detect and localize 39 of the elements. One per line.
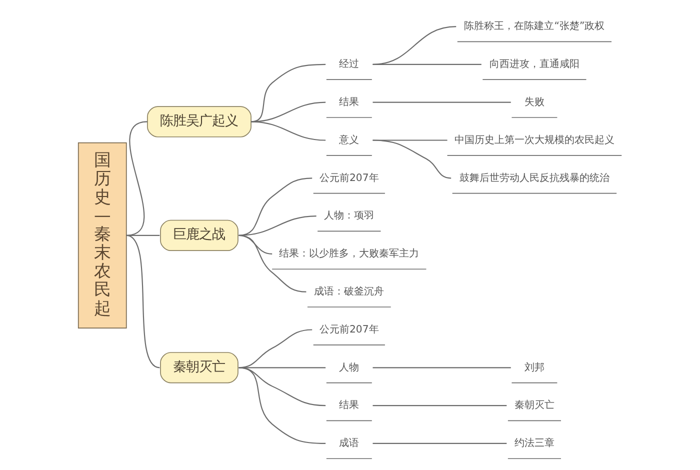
node-text: 中国历史上第一次大规模的农民起义 [454, 134, 614, 146]
connector [372, 442, 507, 444]
node-text: 结果 [339, 400, 360, 412]
node-text: 人物 [339, 362, 360, 374]
node-text: 向西进攻，直通咸阳 [489, 59, 580, 70]
node-text: 成语：破釜沉舟 [314, 286, 384, 298]
node-text: 鼓舞后世劳动人民反抗残暴的统治 [459, 172, 610, 184]
connector [372, 367, 511, 368]
connector [126, 234, 160, 236]
node-text: 陈胜称王，在陈建立“张楚”政权 [464, 21, 605, 32]
node-text: 秦朝灭亡 [514, 400, 554, 412]
node-text: 公元前207年 [320, 172, 379, 184]
connector [372, 140, 448, 141]
node-box: 巨鹿之战 [160, 220, 238, 251]
node-box: 陈胜吴广起义 [147, 106, 252, 138]
connector [372, 405, 507, 406]
node-text: 约法三章 [514, 438, 554, 450]
connector [238, 367, 326, 444]
connector [251, 121, 326, 141]
node-text: 人物：项羽 [324, 210, 374, 222]
node-text: 失败 [524, 96, 544, 108]
connector [372, 140, 452, 179]
node-text: 成语 [339, 438, 360, 450]
connector [238, 367, 326, 368]
node-text: 经过 [339, 59, 360, 70]
node-text: 结果：以少胜多，大败秦军主力 [279, 248, 420, 260]
node-text: 意义 [339, 134, 360, 146]
node-text: 公元前207年 [320, 324, 379, 336]
node-box: 秦朝灭亡 [160, 352, 238, 384]
connector [238, 367, 326, 406]
connector [238, 234, 306, 292]
connector [126, 234, 160, 368]
connector [372, 102, 511, 103]
node-text: 刘邦 [524, 362, 544, 374]
connector [126, 121, 148, 236]
node-box: 国历史—秦末农民起 [78, 142, 127, 328]
connector [372, 64, 482, 65]
connector [238, 178, 312, 236]
node-text: 结果 [339, 96, 360, 108]
